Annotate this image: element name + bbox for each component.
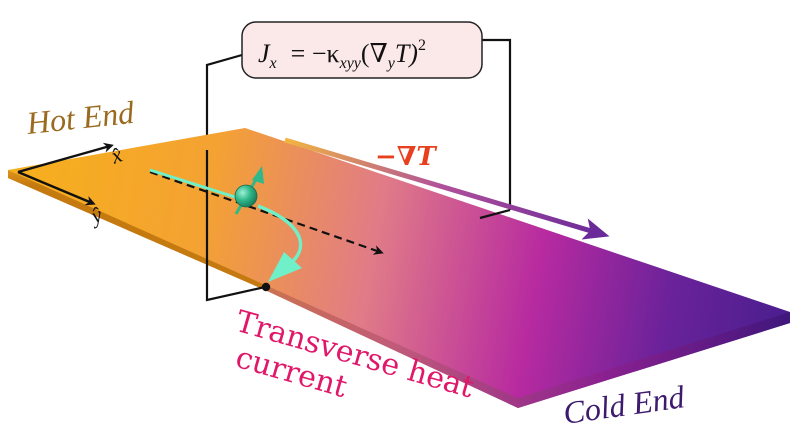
svg-text:Jx= −κxyy(∇yT)2: Jx = −κxyy(∇yT)2 <box>258 37 426 72</box>
straight-path <box>149 170 384 255</box>
slab-top-face <box>8 128 790 398</box>
sample-slab <box>8 128 790 408</box>
deflection-arrowhead <box>268 252 302 282</box>
eq-lhs: J <box>258 39 271 68</box>
gradient-label: −∇T <box>375 142 437 172</box>
magnon-particle <box>234 166 264 215</box>
measurement-plane-front <box>205 150 511 302</box>
incoming-path <box>149 168 239 200</box>
measurement-point <box>261 282 271 292</box>
eq-lhs-sub: x <box>269 55 277 72</box>
slab-front-edge <box>8 170 265 290</box>
eq-rhs-sub2: y <box>386 55 396 72</box>
hot-end-label: Hot End <box>24 94 137 141</box>
eq-rhs-paren: (∇ <box>361 39 388 68</box>
eq-rhs-sup: 2 <box>418 37 426 54</box>
eq-rhs-main: = −κ <box>291 39 340 68</box>
measurement-plane-back <box>205 38 512 210</box>
coordinate-axes <box>17 142 114 206</box>
magnon-trajectory <box>149 168 384 282</box>
equation-box: Jx = −κxyy(∇yT)2 <box>241 21 483 79</box>
deflected-path <box>257 204 303 264</box>
temperature-gradient-arrow <box>284 137 610 240</box>
eq-rhs-sub: xyy <box>339 55 362 72</box>
eq-rhs-tail: T) <box>395 39 418 68</box>
